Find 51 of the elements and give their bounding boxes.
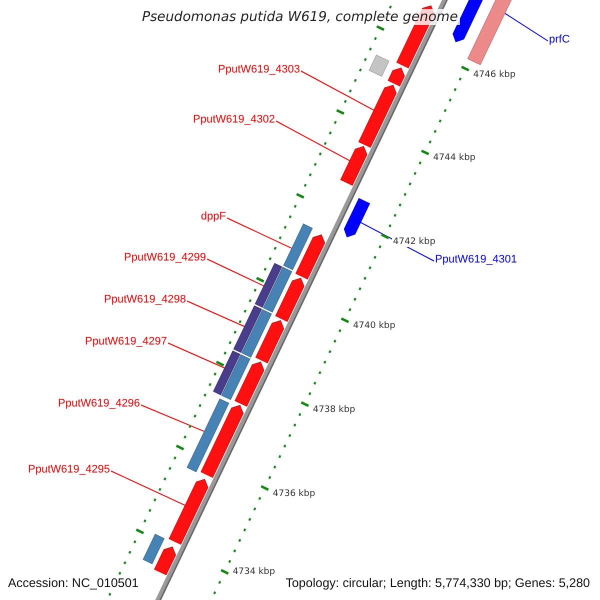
leader-line <box>110 470 186 506</box>
gene-label: PputW619_4296 <box>58 398 140 410</box>
gene-feature <box>388 68 405 86</box>
gene-label: PputW619_4299 <box>124 252 206 264</box>
gene-feature <box>213 350 240 396</box>
leader-line <box>276 120 350 162</box>
gene-feature <box>283 224 313 270</box>
scale-label: 4744 kbp <box>432 153 477 164</box>
leader-line <box>206 258 264 286</box>
gene-feature <box>200 404 244 478</box>
leader-line <box>186 300 245 327</box>
gene-feature <box>262 266 292 312</box>
gene-feature <box>467 0 512 66</box>
gene-feature <box>241 309 272 358</box>
gene-feature <box>234 362 264 407</box>
gene-feature <box>142 534 165 564</box>
gene-feature <box>254 263 282 308</box>
accession-text: Accession: NC_010501 <box>6 575 141 591</box>
gene-label: PputW619_4297 <box>85 336 167 348</box>
leader-line <box>504 12 548 42</box>
gene-label: PputW619_4298 <box>104 294 186 306</box>
gene-feature <box>275 278 304 322</box>
genome-info-text: Topology: circular; Length: 5,774,330 bp; Genes: 5,280 <box>284 575 592 591</box>
leader-line <box>168 342 226 368</box>
scale-label: 4742 kbp <box>392 237 436 248</box>
leader-line <box>226 218 292 249</box>
gene-feature <box>255 320 284 364</box>
leader-line <box>300 70 374 111</box>
scale-label: 4738 kbp <box>312 405 356 416</box>
gene-feature <box>221 354 250 400</box>
scale-label: 4736 kbp <box>272 489 316 499</box>
leader-line <box>140 404 205 432</box>
map-title: Pseudomonas putida W619, complete genome <box>140 9 460 25</box>
gene-label: PputW619_4302 <box>193 114 275 126</box>
scale-label: 4746 kbp <box>472 70 517 80</box>
gene-feature <box>295 234 326 280</box>
gene-feature <box>340 146 368 186</box>
gene-label: PputW619_4301 <box>435 254 517 266</box>
gene-feature <box>233 305 262 353</box>
scale-label: 4740 kbp <box>352 321 396 332</box>
gene-feature <box>154 546 176 576</box>
gene-feature <box>368 54 390 77</box>
gene-feature <box>358 84 397 148</box>
gene-feature <box>168 478 208 545</box>
gene-label: PputW619_4303 <box>218 64 300 76</box>
gene-feature <box>344 198 370 238</box>
gene-feature <box>186 398 230 472</box>
gene-label: dppF <box>200 210 226 224</box>
gene-label: PputW619_4295 <box>28 464 110 476</box>
scale-label: 4734 kbp <box>232 566 276 577</box>
gene-label: prfC <box>549 34 570 46</box>
